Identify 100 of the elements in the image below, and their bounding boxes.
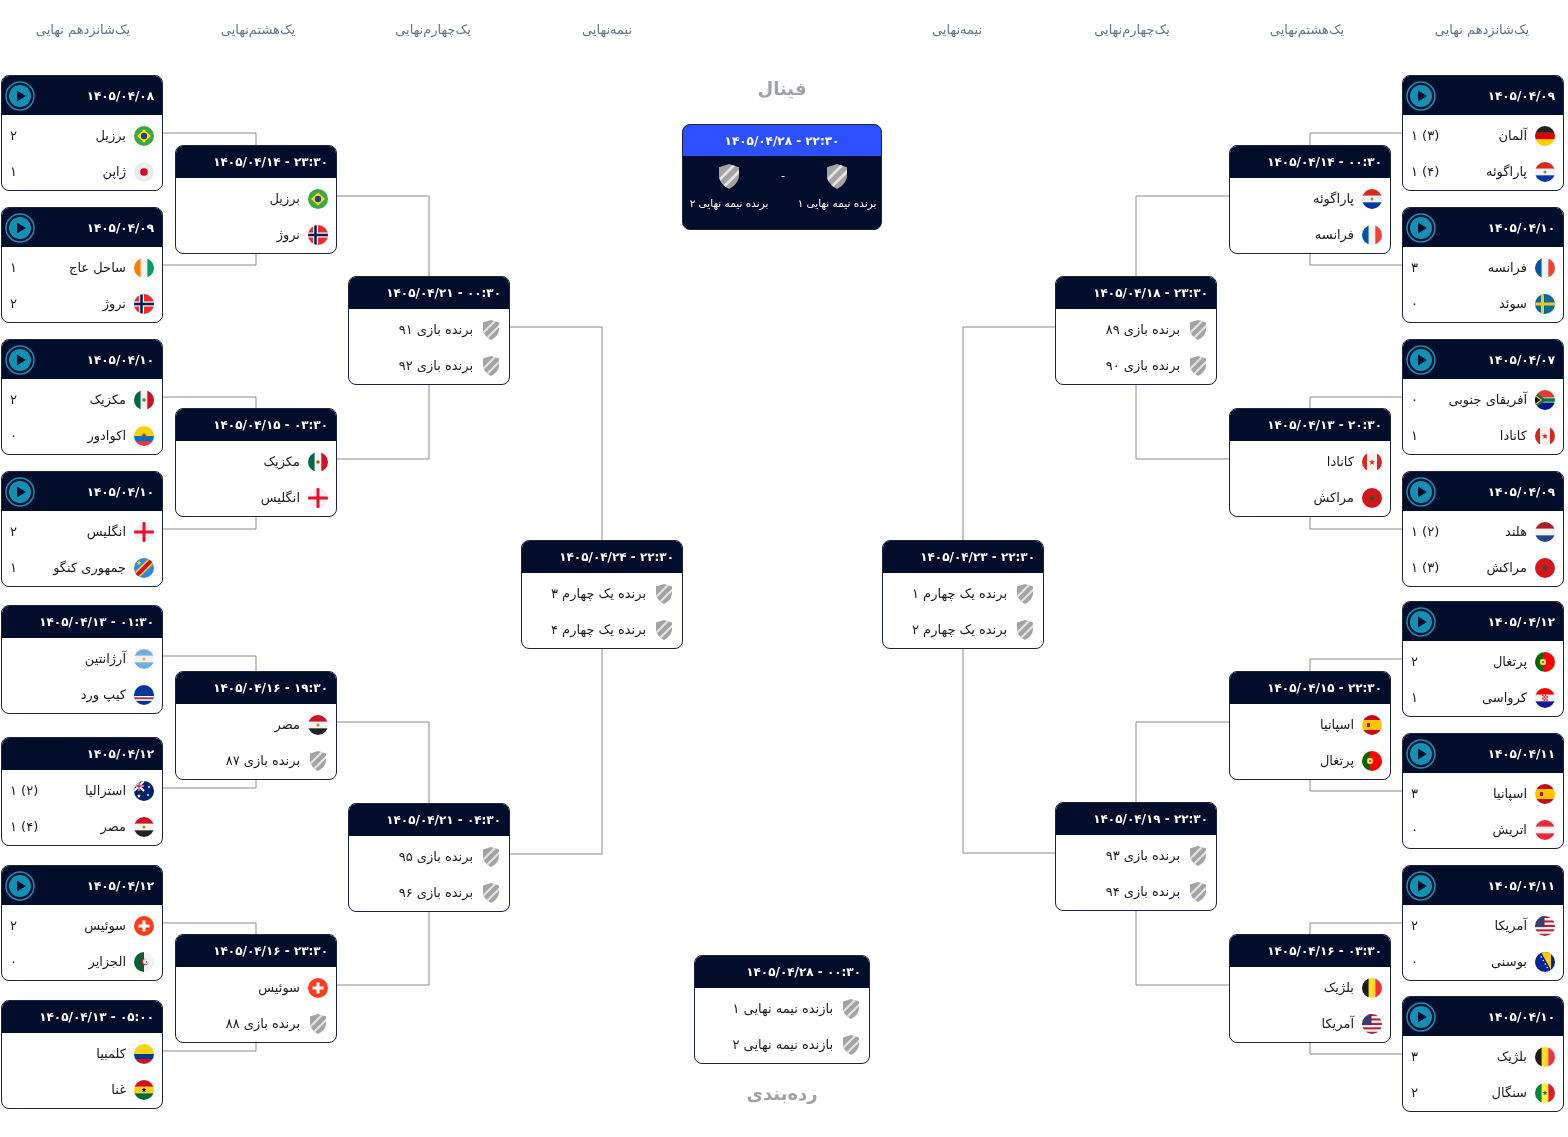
score: ۲ xyxy=(1411,653,1418,671)
match-date: ۱۴۰۵/۰۴/۰۸ xyxy=(86,87,154,104)
bracket-line xyxy=(962,648,1056,854)
match-card xyxy=(682,124,882,230)
team-name: برزیل xyxy=(269,190,300,208)
match-date: ۱۴۰۵/۰۴/۰۹ xyxy=(1487,87,1555,104)
team-name: اتریش xyxy=(1492,821,1527,840)
team-name: انگلیس xyxy=(260,489,300,508)
team-name: آفریقای جنوبی xyxy=(1448,390,1527,410)
match-card xyxy=(348,803,510,912)
match-date: ۱۴۰۵/۰۴/۰۹ xyxy=(86,219,154,236)
match-card xyxy=(1055,276,1217,385)
team-name: برنده بازی ۸۷ xyxy=(225,752,300,770)
match-date: ۱۴۰۵/۰۴/۱۱ xyxy=(1487,745,1555,762)
match-date: ۱۴۰۵/۰۴/۲۴ - ۲۲:۳۰ xyxy=(559,549,674,565)
match-date: ۱۴۰۵/۰۴/۰۷ xyxy=(1487,351,1555,368)
team-name: نروژ xyxy=(102,295,126,314)
match-card xyxy=(1,471,163,587)
score: ۲ xyxy=(1411,1084,1418,1102)
score: ۳ xyxy=(1411,259,1418,277)
team-name: پاراگوئه xyxy=(1313,190,1354,209)
match-date: ۱۴۰۵/۰۴/۱۳ - ۲۰:۳۰ xyxy=(1267,417,1382,433)
team-name: کرواسی xyxy=(1482,689,1527,708)
bracket-line xyxy=(1309,253,1403,266)
score: ۱ (۲) xyxy=(1411,523,1440,541)
bracket-line xyxy=(336,384,430,460)
match-date: ۱۴۰۵/۰۴/۱۰ xyxy=(86,483,154,500)
bracket-line xyxy=(336,195,430,277)
team-name: برنده یک چهارم ۲ xyxy=(912,621,1007,639)
bracket-line xyxy=(509,326,603,541)
team-name: جمهوری کنگو xyxy=(53,559,126,578)
score: ۱ xyxy=(1411,689,1418,707)
score: ۰ xyxy=(1411,821,1418,839)
match-date: ۱۴۰۵/۰۴/۲۸ - ۰۰:۳۰ xyxy=(746,964,861,980)
score: ۰ xyxy=(1411,391,1418,409)
score: ۰ xyxy=(1411,953,1418,971)
score: ۱ xyxy=(10,559,17,577)
match-card xyxy=(1,207,163,323)
team-name: مراکش xyxy=(1486,559,1527,578)
team-name: مکزیک xyxy=(263,453,300,472)
team-name: نروژ xyxy=(276,226,300,245)
score: ۰ xyxy=(10,427,17,445)
score: ۲ xyxy=(10,295,17,313)
team-name: آرژانتین xyxy=(84,649,126,669)
match-date: ۱۴۰۵/۰۴/۱۰ xyxy=(86,351,154,368)
team-name: آمریکا xyxy=(1494,916,1527,935)
team-name: استرالیا xyxy=(84,782,126,801)
score: ۱ (۴) xyxy=(10,818,39,836)
team-name: آلمان xyxy=(1498,126,1527,145)
match-date: ۱۴۰۵/۰۴/۲۱ - ۰۰:۳۰ xyxy=(386,285,501,301)
team-name: مراکش xyxy=(1313,489,1354,508)
team-name: برنده نیمه نهایی ۲ xyxy=(689,196,769,212)
match-date: ۱۴۰۵/۰۴/۱۴ - ۲۳:۳۰ xyxy=(213,154,328,170)
score: ۲ xyxy=(10,391,17,409)
match-date: ۱۴۰۵/۰۴/۱۶ - ۲۳:۳۰ xyxy=(213,943,328,959)
score: ۲ xyxy=(10,127,17,145)
bracket-line xyxy=(162,779,257,789)
team-name: ساحل عاج xyxy=(69,259,126,277)
team-name: برنده بازی ۹۱ xyxy=(398,321,473,339)
match-date: ۱۴۰۵/۰۴/۱۸ - ۲۳:۳۰ xyxy=(1093,285,1208,301)
team-name: سوئیس xyxy=(84,917,126,936)
score: ۱ xyxy=(10,163,17,181)
team-name: برنده بازی ۸۸ xyxy=(225,1015,300,1033)
bracket-line xyxy=(1135,195,1230,277)
match-card xyxy=(175,408,337,517)
score: ۱ xyxy=(1411,427,1418,445)
match-date: ۱۴۰۵/۰۴/۱۶ - ۱۹:۳۰ xyxy=(213,680,328,696)
match-card xyxy=(1402,339,1564,455)
match-date: ۱۴۰۵/۰۴/۱۲ xyxy=(86,746,154,762)
team-name: مکزیک xyxy=(89,391,126,410)
bracket-line xyxy=(1309,779,1403,792)
score-separator: - xyxy=(781,168,785,184)
team-name: اسپانیا xyxy=(1320,716,1354,734)
bracket-line xyxy=(1309,922,1403,935)
round-heading: یک‌هشتم‌نهایی xyxy=(220,21,296,39)
score: ۳ xyxy=(1411,785,1418,803)
match-card xyxy=(694,955,870,1064)
match-card xyxy=(1055,802,1217,911)
team-name: ژاپن xyxy=(102,163,126,182)
match-card xyxy=(1,605,163,714)
team-name: برنده یک چهارم ۴ xyxy=(551,621,646,639)
bracket-line xyxy=(1309,1042,1403,1055)
score: ۱ (۳) xyxy=(1411,127,1440,145)
bracket-line xyxy=(1135,384,1230,460)
team-name: سوئد xyxy=(1498,295,1527,314)
match-card xyxy=(348,276,510,385)
match-date: ۱۴۰۵/۰۴/۱۰ xyxy=(1487,219,1555,236)
match-date: ۱۴۰۵/۰۴/۱۲ xyxy=(1487,613,1555,630)
team-name: بلژیک xyxy=(1323,979,1354,997)
team-name: کیپ ورد xyxy=(80,686,126,705)
round-heading: یک‌چهارم‌نهایی xyxy=(1094,21,1170,39)
team-name: اسپانیا xyxy=(1493,785,1527,803)
score: ۳ xyxy=(1411,1048,1418,1066)
team-name: برنده بازی ۹۳ xyxy=(1105,847,1180,865)
section-heading: فینال xyxy=(757,78,807,100)
bracket-line xyxy=(1309,132,1403,146)
bracket-line xyxy=(162,253,257,266)
round-heading: یک‌شانزدهم نهایی xyxy=(1434,21,1530,39)
bracket-line xyxy=(1135,910,1230,986)
match-card xyxy=(1,75,163,191)
